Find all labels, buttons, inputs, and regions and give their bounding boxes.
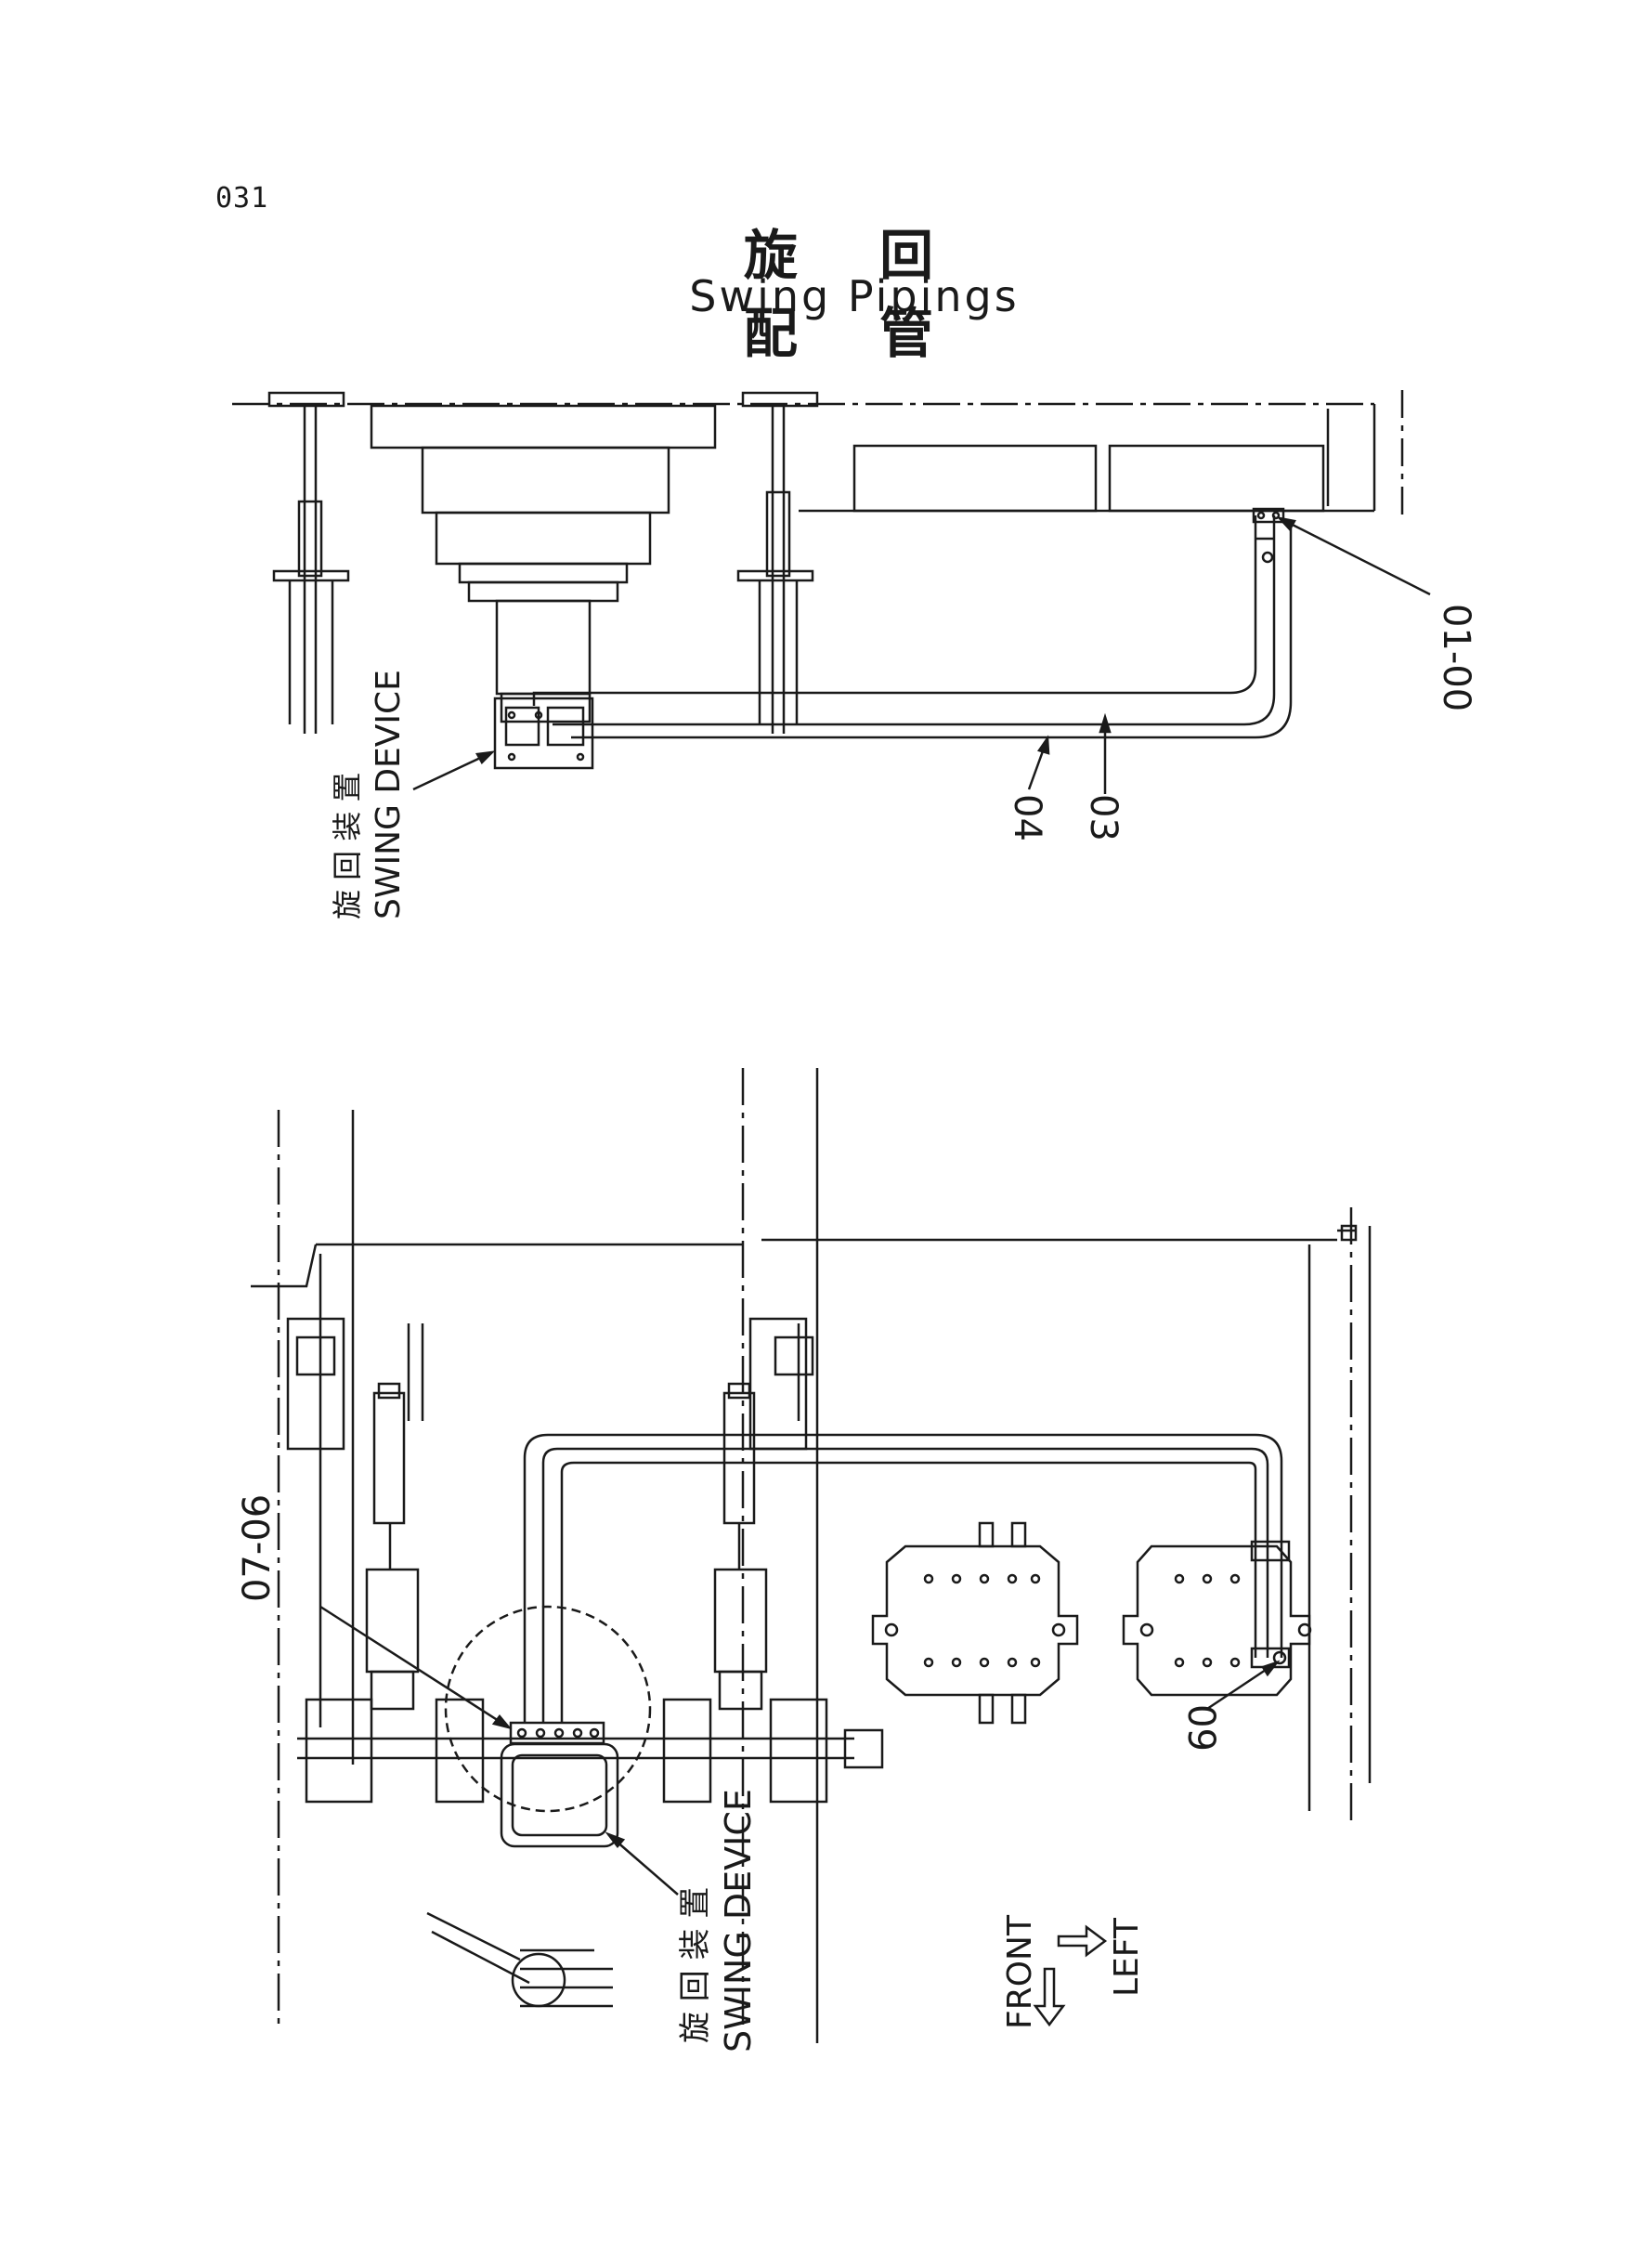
label-part-04: 04 <box>1006 794 1048 841</box>
title-japanese: 旋 回 配 管 <box>743 224 966 365</box>
control-valve-left <box>871 1521 1079 1725</box>
label-part-09: 09 <box>1179 1704 1222 1752</box>
label-part-07-06: 07-06 <box>236 1494 279 1602</box>
label-part-01-00: 01-00 <box>1435 604 1477 711</box>
left-arrow-icon <box>1057 1924 1108 1958</box>
bottom-view: 07-06 09 旋 回 装 置 SWING DEVICE FRONT LEFT <box>236 1068 1372 2052</box>
top-swing-device-en: SWING DEVICE <box>370 670 408 919</box>
front-arrow-icon <box>1033 1967 1066 2027</box>
top-view: 01-00 03 04 旋 回 装 置 SWING DEVICE <box>232 390 1477 919</box>
page-number: 031 <box>215 182 269 215</box>
swing-device-block <box>493 697 594 770</box>
title-english: Swing Pipings <box>689 271 1020 321</box>
top-swing-device-jp: 旋 回 装 置 <box>330 772 365 919</box>
label-front: FRONT <box>1001 1914 1039 2029</box>
bottom-swing-device-en: SWING DEVICE <box>718 1789 759 2052</box>
bottom-swing-device-jp: 旋 回 装 置 <box>677 1887 714 2043</box>
swing-device-body <box>500 1742 619 1848</box>
label-left: LEFT <box>1108 1917 1146 1997</box>
label-part-03: 03 <box>1082 794 1125 841</box>
